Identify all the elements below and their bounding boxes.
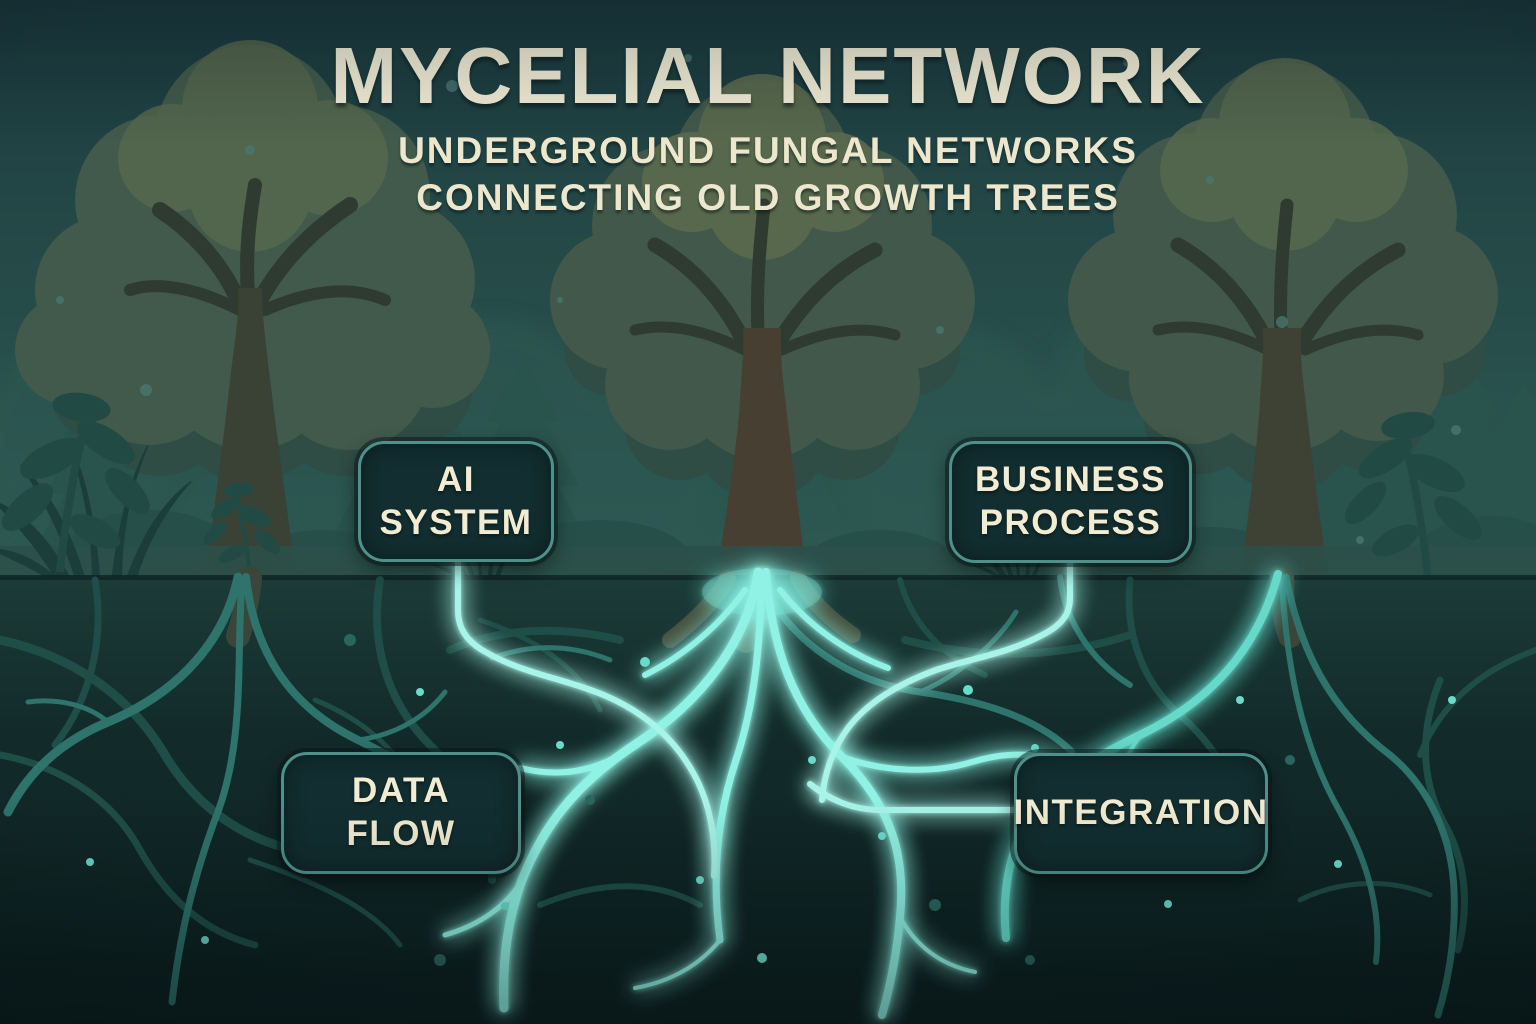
connector-business-process	[819, 554, 1073, 803]
node-ai-system: AI SYSTEM	[358, 441, 554, 562]
node-data-flow: DATA FLOW	[281, 752, 521, 874]
tree-left	[15, 40, 490, 584]
glowing-mycelium	[442, 553, 1282, 1019]
node-business-process: BUSINESS PROCESS	[949, 441, 1192, 563]
firefly-dots	[56, 54, 1461, 544]
node-ai-system-label: AI SYSTEM	[379, 459, 533, 542]
underground-soil	[0, 577, 1536, 1024]
node-integration-label: INTEGRATION	[1013, 793, 1269, 833]
tree-right	[1068, 58, 1536, 619]
header: MYCELIAL NETWORK UNDERGROUND FUNGAL NETW…	[0, 36, 1536, 221]
subtitle-line-2: CONNECTING OLD GROWTH TREES	[416, 176, 1120, 218]
page-subtitle: UNDERGROUND FUNGAL NETWORKS CONNECTING O…	[0, 128, 1536, 221]
subtitle-line-1: UNDERGROUND FUNGAL NETWORKS	[398, 130, 1138, 171]
connector-integration	[807, 781, 1017, 813]
node-data-flow-label: DATA FLOW	[346, 771, 456, 853]
node-business-process-label: BUSINESS PROCESS	[975, 460, 1166, 542]
connector-ai-system	[455, 553, 718, 879]
page-title: MYCELIAL NETWORK	[330, 31, 1206, 120]
node-integration: INTEGRATION	[1014, 753, 1268, 874]
tree-middle	[550, 74, 975, 586]
